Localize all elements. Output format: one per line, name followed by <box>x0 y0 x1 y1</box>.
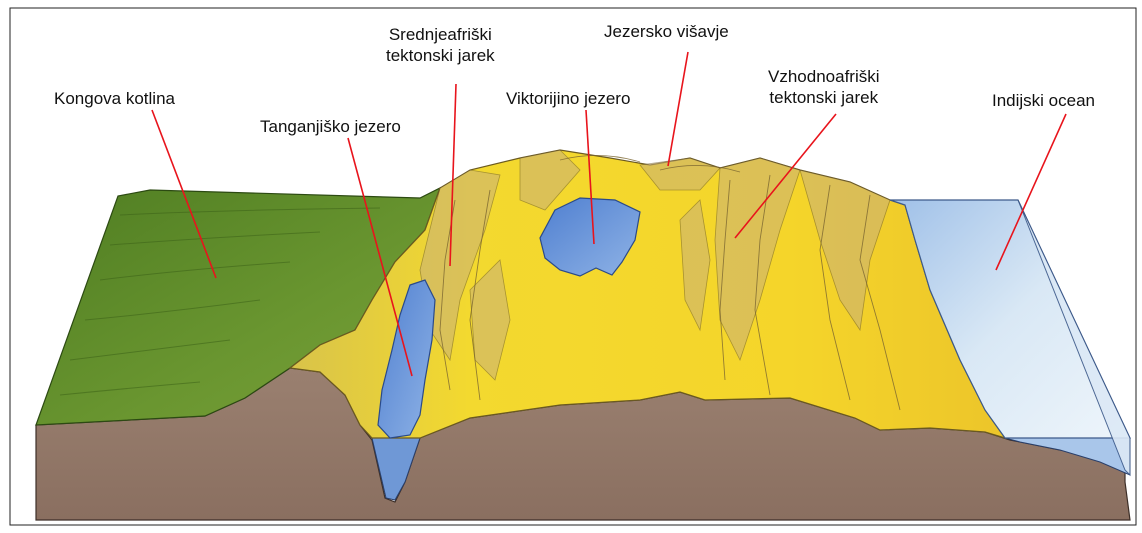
label-jezersko-visavje: Jezersko višavje <box>604 21 729 42</box>
label-vzhodnoafriski-jarek: Vzhodnoafriški tektonski jarek <box>768 66 880 108</box>
label-srednjeafriski-jarek: Srednjeafriški tektonski jarek <box>386 24 495 66</box>
label-kongova-kotlina: Kongova kotlina <box>54 88 175 109</box>
label-tanganjisko-jezero: Tanganjiško jezero <box>260 116 401 137</box>
label-viktorijino-jezero: Viktorijino jezero <box>506 88 630 109</box>
label-indijski-ocean: Indijski ocean <box>992 90 1095 111</box>
